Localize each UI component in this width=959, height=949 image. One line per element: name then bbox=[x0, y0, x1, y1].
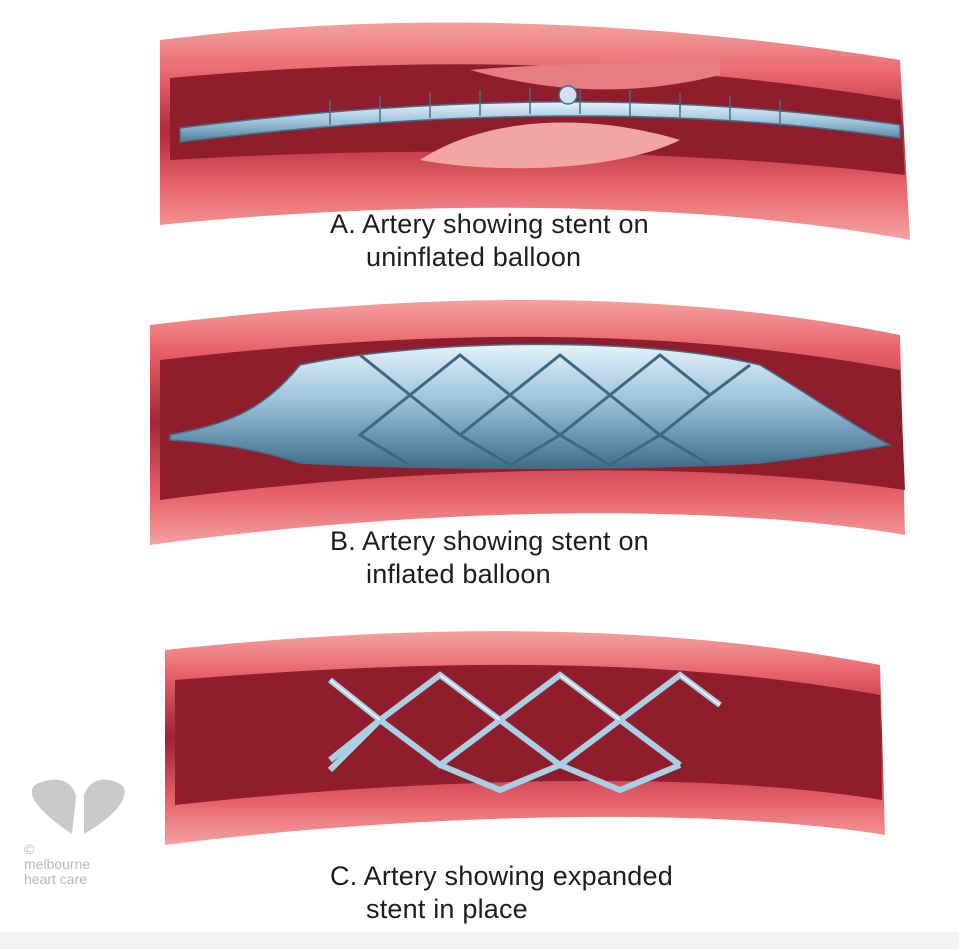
copyright-symbol: © bbox=[24, 842, 90, 857]
caption-b: B. Artery showing stent on inflated ball… bbox=[330, 525, 649, 591]
panel-a: A. Artery showing stent on uninflated ba… bbox=[0, 0, 959, 275]
balloon-marker-a bbox=[559, 86, 577, 104]
panel-c: C. Artery showing expanded stent in plac… bbox=[0, 620, 959, 930]
caption-a-line1: Artery showing stent on bbox=[362, 209, 649, 239]
bottom-strip bbox=[0, 932, 959, 949]
caption-c-letter: C. bbox=[330, 861, 357, 891]
caption-a-letter: A. bbox=[330, 209, 356, 239]
watermark-line2: heart care bbox=[24, 872, 90, 887]
caption-b-line2: inflated balloon bbox=[330, 558, 649, 591]
caption-c: C. Artery showing expanded stent in plac… bbox=[330, 860, 673, 926]
caption-c-line2: stent in place bbox=[330, 893, 673, 926]
watermark-line1: melbourne bbox=[24, 857, 90, 872]
caption-c-line1: Artery showing expanded bbox=[364, 861, 673, 891]
caption-b-letter: B. bbox=[330, 526, 356, 556]
caption-a: A. Artery showing stent on uninflated ba… bbox=[330, 208, 649, 274]
watermark-text: © melbourne heart care bbox=[24, 842, 90, 887]
caption-a-line2: uninflated balloon bbox=[330, 241, 649, 274]
caption-b-line1: Artery showing stent on bbox=[362, 526, 649, 556]
panel-b: B. Artery showing stent on inflated ball… bbox=[0, 285, 959, 595]
